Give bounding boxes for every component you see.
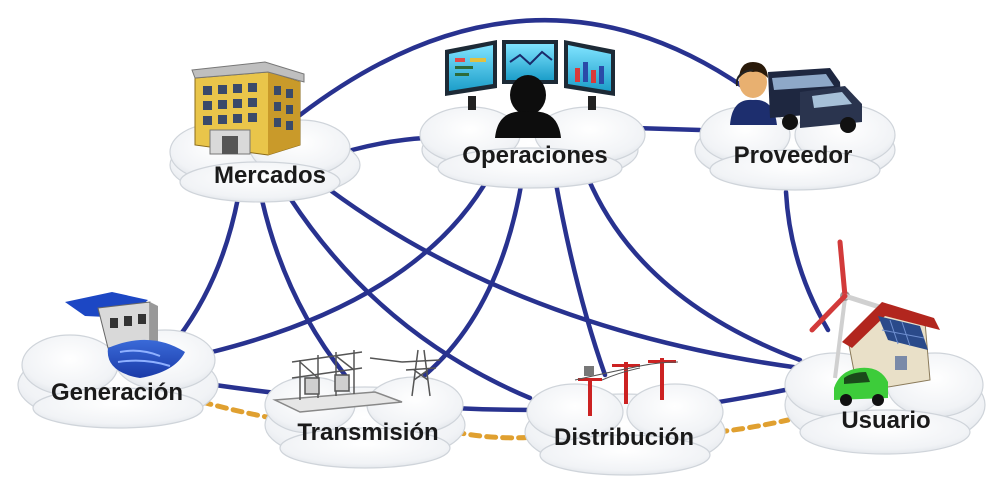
operator-with-truck-icon [730,62,862,133]
node-label-distribucion: Distribución [554,424,694,451]
node-label-usuario: Usuario [841,407,930,434]
link-operaciones-proveedor [632,125,703,133]
cloud-operaciones [419,106,646,189]
house-wind-turbine-car-icon [809,239,940,406]
power-generacion-transmision [199,399,275,421]
link-operaciones-generacion [209,172,493,355]
link-operaciones-distribucion [552,175,608,378]
node-label-operaciones: Operaciones [462,142,607,169]
node-label-mercados: Mercados [214,162,326,189]
substation-tower-icon [272,349,441,413]
cloud-distribucion [524,383,726,476]
power-distribucion-usuario [715,417,791,435]
link-mercados-generacion [175,195,241,341]
node-label-proveedor: Proveedor [734,142,853,169]
node-label-generacion: Generación [51,379,183,406]
utility-poles-icon [574,358,679,416]
control-room-monitors-icon [445,40,615,138]
link-operaciones-usuario [585,175,803,363]
link-mercados-distribucion [287,195,533,401]
hydro-dam-icon [65,292,185,378]
link-mercados-operaciones [349,135,428,153]
link-mercados-usuario [327,187,803,371]
node-label-transmision: Transmisión [297,419,438,446]
link-proveedor-usuario [783,189,831,333]
power-transmision-distribucion [452,429,538,441]
office-building-icon [191,61,305,156]
link-mercados-proveedor [297,18,748,118]
link-operaciones-transmision [422,177,525,378]
link-mercados-transmision [259,197,348,378]
